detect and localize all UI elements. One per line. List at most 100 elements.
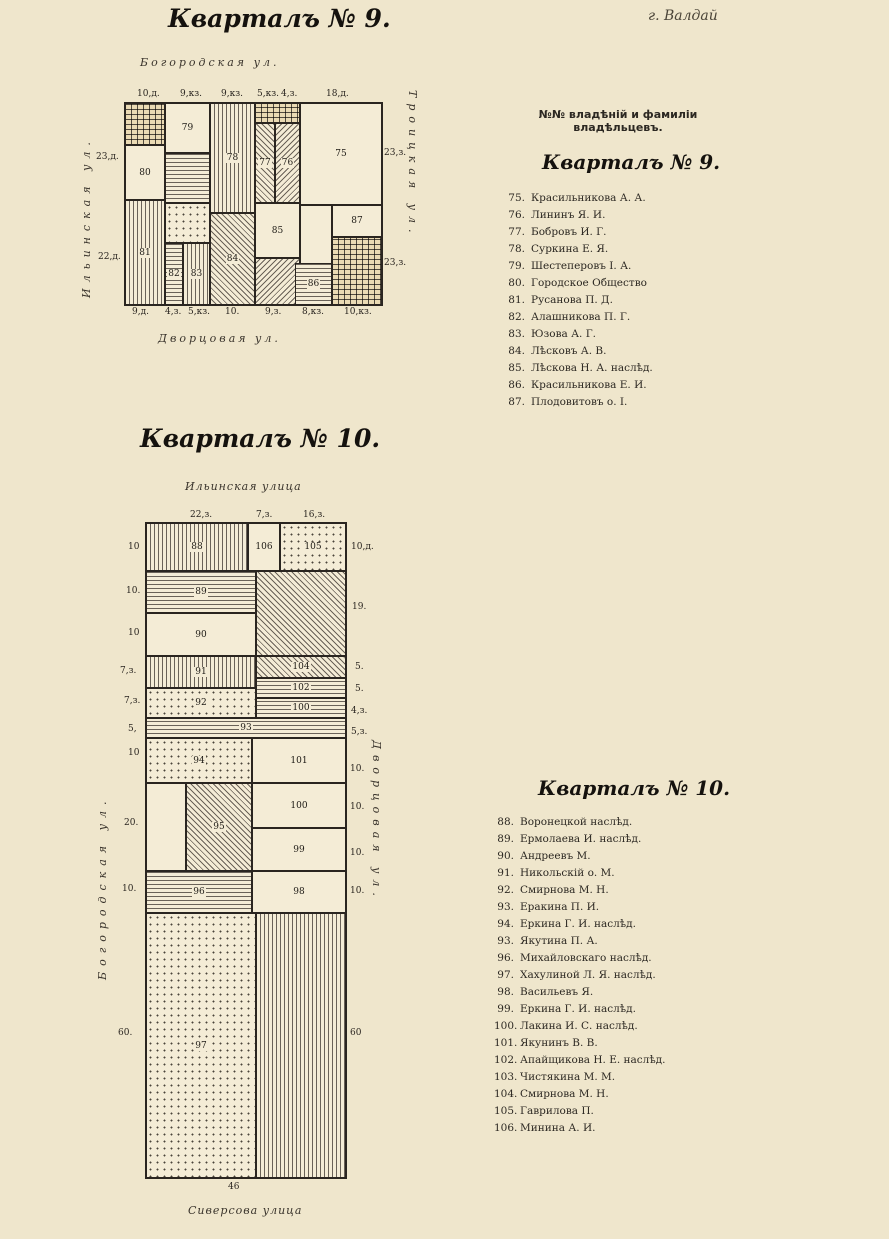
- owner-list-item: 103.Чистякина М. М.: [494, 1069, 665, 1086]
- q9-dim-bottom: 4,з.: [165, 307, 182, 317]
- owner-name: Еракина П. И.: [520, 901, 600, 913]
- q10-dim-right: 10.: [350, 848, 365, 858]
- q10-dim-right: 10.: [350, 764, 365, 774]
- q9-plot-76: 76: [275, 123, 300, 203]
- owner-list-item: 105.Гаврилова П.: [494, 1103, 665, 1120]
- owner-name: Якунинъ В. В.: [520, 1037, 598, 1049]
- q10-plot-95: 95: [186, 783, 252, 871]
- q10-plot-97-field: [256, 913, 346, 1178]
- owner-list-item: 81. Русанова П. Д.: [505, 292, 653, 309]
- q10-dim-left: 10: [128, 748, 140, 758]
- owner-name: Суркина Е. Я.: [531, 243, 609, 255]
- owner-number: 94.: [497, 918, 514, 930]
- owner-list-item: 89.Ермолаева И. наслѣд.: [494, 831, 665, 848]
- q9-dim-bottom: 10.: [225, 307, 240, 317]
- owner-name: Воронецкой наслѣд.: [520, 816, 633, 828]
- owner-list-item: 93.Якутина П. А.: [494, 933, 665, 950]
- q10-dim-left: 10: [128, 628, 140, 638]
- owner-number: 101.: [494, 1037, 518, 1049]
- q10-dim-left: 10: [128, 542, 140, 552]
- owner-name: Чистякина М. М.: [520, 1071, 616, 1083]
- owner-name: Юзова А. Г.: [531, 328, 597, 340]
- owner-name: Лининъ Я. И.: [531, 209, 606, 221]
- q10-dim-left: 10.: [122, 884, 137, 894]
- owner-name: Красильникова А. А.: [531, 192, 646, 204]
- q10-dim-right: 5.: [355, 684, 364, 694]
- owner-number: 105.: [494, 1105, 518, 1117]
- owner-number: 84.: [508, 345, 525, 357]
- owner-list-item: 106.Минина А. И.: [494, 1120, 665, 1137]
- owner-number: 85.: [508, 362, 525, 374]
- q9-dim-top: 5,кз.: [257, 89, 279, 99]
- owner-number: 79.: [508, 260, 525, 272]
- q9-plot-87: 87: [332, 205, 382, 237]
- q10-dim-left: 7,з.: [124, 696, 141, 706]
- q9-plot-85-garden: [255, 258, 300, 305]
- q10-plot-102: 100: [256, 698, 346, 718]
- owner-number: 81.: [508, 294, 525, 306]
- owner-number: 93.: [497, 901, 514, 913]
- owner-list-item: 75.Красильникова А. А.: [505, 190, 653, 207]
- q9-plot-87-yard: [332, 237, 382, 305]
- owner-list-item: 93. Еракина П. И.: [494, 899, 665, 916]
- owner-name: Михайловскаго наслѣд.: [520, 952, 652, 964]
- q9-plot-82: 82: [165, 243, 183, 305]
- owner-list-item: 92.Смирнова М. Н.: [494, 882, 665, 899]
- q10-dim-left: 5,: [128, 724, 137, 734]
- owner-number: 82.: [508, 311, 525, 323]
- owner-name: Васильевъ Я.: [520, 986, 594, 998]
- q9-plot-79-garden: [165, 153, 210, 203]
- q9-dim-top: 10,д.: [137, 89, 160, 99]
- quarter-9-map: 80 79 78 77 76 75 81 82 83 84 85 86 87: [124, 102, 383, 306]
- q10-plot-101: 101: [252, 738, 346, 783]
- owner-name: Смирнова М. Н.: [520, 884, 609, 896]
- owner-list-item: 77.Бобровъ И. Г.: [505, 224, 653, 241]
- owner-name: Красильникова Е. И.: [531, 379, 647, 391]
- owner-number: 78.: [508, 243, 525, 255]
- owner-list-item: 84.Лѣсковъ А. В.: [505, 343, 653, 360]
- q10-plot-105: 105: [280, 523, 346, 571]
- owner-number: 91.: [497, 867, 514, 879]
- q9-plot-81: 81: [125, 200, 165, 305]
- owner-list-item: 96.Михайловскаго наслѣд.: [494, 950, 665, 967]
- q10-plot-100: 100: [252, 783, 346, 828]
- q9-plot-86: 86: [295, 263, 332, 305]
- q9-dim-top: 4,з.: [281, 89, 298, 99]
- q9-plot-80: 80: [125, 145, 165, 200]
- owner-name: Еркина Г. И. наслѣд.: [520, 918, 636, 930]
- owner-number: 88.: [497, 816, 514, 828]
- owner-list-item: 90.Андреевъ М.: [494, 848, 665, 865]
- owner-number: 93.: [497, 935, 514, 947]
- owner-name: Городское Общество: [531, 277, 647, 289]
- q10-dim-right: 4,з.: [351, 706, 368, 716]
- owner-number: 76.: [508, 209, 525, 221]
- owner-name: Гаврилова П.: [520, 1105, 594, 1117]
- q10-plot-88: 88: [146, 523, 248, 571]
- owner-number: 104.: [494, 1088, 518, 1100]
- q9-dim-right: 23,з.: [384, 258, 407, 268]
- owner-list-item: 88. Воронецкой наслѣд.: [494, 814, 665, 831]
- owner-list-item: 94. Еркина Г. И. наслѣд.: [494, 916, 665, 933]
- q9-plot-85: 85: [255, 203, 300, 258]
- q10-plot-96: 96: [146, 871, 252, 913]
- q10-dim-left: 60.: [118, 1028, 133, 1038]
- q10-dim-right: 5,з.: [351, 727, 368, 737]
- q9-street-right: Троицкая ул.: [406, 90, 419, 239]
- owner-name: Никольскій о. М.: [520, 867, 615, 879]
- q9-plot-82-garden: [165, 203, 210, 243]
- owner-number: 86.: [508, 379, 525, 391]
- q9-plot-76-yard: [255, 103, 300, 123]
- quarter-10-title: Кварталъ № 10.: [140, 424, 381, 453]
- owner-list-item: 83.Юзова А. Г.: [505, 326, 653, 343]
- q9-dim-bottom: 9,з.: [265, 307, 282, 317]
- owner-name: Русанова П. Д.: [531, 294, 613, 306]
- q10-dim-left: 10.: [126, 586, 141, 596]
- owner-list-item: 99.Еркина Г. И. наслѣд.: [494, 1001, 665, 1018]
- owner-list-item: 100.Лакина И. С. наслѣд.: [494, 1018, 665, 1035]
- owner-name: Апайщикова Н. Е. наслѣд.: [520, 1054, 666, 1066]
- owner-list-item: 98.Васильевъ Я.: [494, 984, 665, 1001]
- owner-list-item: 85.Лѣскова Н. А. наслѣд.: [505, 360, 652, 377]
- owner-list-item: 82.Алашникова П. Г.: [505, 309, 653, 326]
- owner-name: Еркина Г. И. наслѣд.: [520, 1003, 636, 1015]
- q10-street-left: Богородская ул.: [96, 795, 109, 980]
